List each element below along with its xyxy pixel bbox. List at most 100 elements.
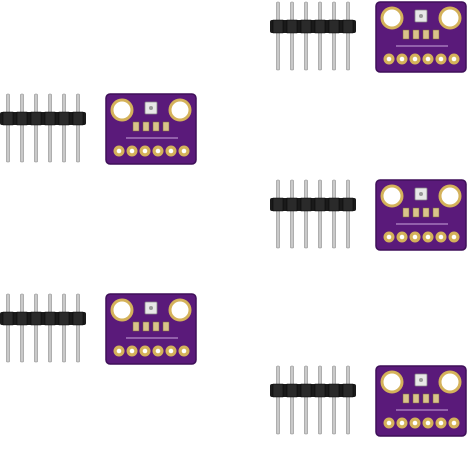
pad-hole xyxy=(412,234,418,240)
header-pin xyxy=(332,1,336,71)
pad-hole xyxy=(116,348,122,354)
smd-component xyxy=(132,121,140,132)
sensor-port xyxy=(419,14,423,18)
header-segment xyxy=(328,19,340,34)
smd-component xyxy=(142,321,150,332)
header-pin xyxy=(48,93,52,163)
header-pin xyxy=(346,179,350,249)
smd-component xyxy=(432,393,440,404)
sensor-module-unit-3 xyxy=(270,178,474,268)
sensor-module-unit-2 xyxy=(0,92,210,182)
header-segment xyxy=(286,19,298,34)
smd-component xyxy=(152,121,160,132)
pad-hole xyxy=(116,148,122,154)
pad-hole xyxy=(386,420,392,426)
header-segment xyxy=(272,19,284,34)
header-segment xyxy=(58,111,70,126)
module-drawing xyxy=(270,179,467,251)
sensor-port xyxy=(149,306,153,310)
pad-hole xyxy=(438,234,444,240)
mounting-hole xyxy=(438,370,462,394)
header-segment xyxy=(72,111,84,126)
smd-component xyxy=(402,393,410,404)
header-pin xyxy=(48,293,52,363)
header-segment xyxy=(72,311,84,326)
pad-hole xyxy=(129,148,135,154)
pin-header xyxy=(270,365,356,435)
header-pin xyxy=(332,179,336,249)
module-drawing xyxy=(270,1,467,73)
header-pin xyxy=(290,1,294,71)
header-pin xyxy=(76,93,80,163)
pin-header xyxy=(270,179,356,249)
header-pin xyxy=(6,93,10,163)
pad-hole xyxy=(399,56,405,62)
header-segment xyxy=(300,19,312,34)
pad-hole xyxy=(451,234,457,240)
header-segment xyxy=(342,19,354,34)
header-segment xyxy=(342,383,354,398)
header-segment xyxy=(2,311,14,326)
header-segment xyxy=(30,311,42,326)
header-pin xyxy=(276,179,280,249)
smd-component xyxy=(422,29,430,40)
pad-hole xyxy=(451,56,457,62)
module-drawing xyxy=(0,93,197,165)
smd-component xyxy=(412,29,420,40)
header-segment xyxy=(16,311,28,326)
header-pin xyxy=(20,93,24,163)
header-pin xyxy=(276,1,280,71)
header-pin xyxy=(6,293,10,363)
mounting-hole xyxy=(438,184,462,208)
smd-component xyxy=(422,207,430,218)
header-segment xyxy=(314,383,326,398)
header-segment xyxy=(44,111,56,126)
header-pin xyxy=(290,179,294,249)
sensor-module-unit-4 xyxy=(0,292,210,382)
pad-hole xyxy=(399,234,405,240)
header-pin xyxy=(76,293,80,363)
header-pin xyxy=(62,93,66,163)
mounting-hole xyxy=(380,370,404,394)
sensor-port xyxy=(149,106,153,110)
pad-hole xyxy=(438,56,444,62)
pad-hole xyxy=(181,348,187,354)
pad-hole xyxy=(425,56,431,62)
mounting-hole xyxy=(380,184,404,208)
header-segment xyxy=(342,197,354,212)
smd-component xyxy=(402,29,410,40)
header-segment xyxy=(314,197,326,212)
header-segment xyxy=(314,19,326,34)
pin-header xyxy=(0,293,86,363)
pad-hole xyxy=(425,234,431,240)
mounting-hole xyxy=(168,98,192,122)
header-pin xyxy=(318,1,322,71)
pad-hole xyxy=(168,348,174,354)
smd-component xyxy=(162,121,170,132)
mounting-hole xyxy=(168,298,192,322)
header-pin xyxy=(34,293,38,363)
module-drawing xyxy=(0,293,197,365)
pcb-board xyxy=(105,293,197,365)
mounting-hole xyxy=(380,6,404,30)
smd-component xyxy=(412,393,420,404)
header-pin xyxy=(332,365,336,435)
smd-component xyxy=(412,207,420,218)
pad-hole xyxy=(386,56,392,62)
mounting-hole xyxy=(110,98,134,122)
smd-component xyxy=(132,321,140,332)
pad-hole xyxy=(425,420,431,426)
header-segment xyxy=(44,311,56,326)
pin-header xyxy=(270,1,356,71)
pad-hole xyxy=(142,348,148,354)
pin-header xyxy=(0,93,86,163)
pcb-board xyxy=(375,1,467,73)
header-segment xyxy=(300,383,312,398)
sensor-module-unit-1 xyxy=(270,0,474,90)
pcb-board xyxy=(375,365,467,437)
header-segment xyxy=(30,111,42,126)
header-pin xyxy=(20,293,24,363)
module-drawing xyxy=(270,365,467,437)
smd-component xyxy=(422,393,430,404)
pad-hole xyxy=(155,348,161,354)
